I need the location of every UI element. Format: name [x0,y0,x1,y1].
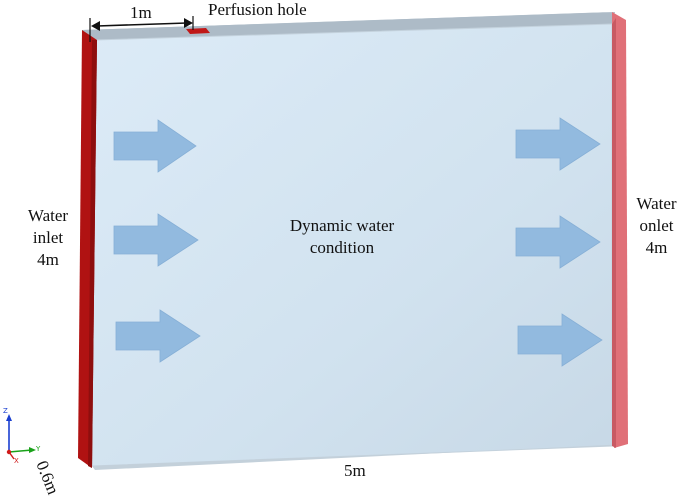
axis-triad [6,414,36,460]
flow-arrow [515,215,601,269]
flow-arrow [517,313,603,367]
flow-arrow [113,119,197,173]
center-label: Dynamic water condition [272,216,412,258]
center-label-line-1: Dynamic water [289,216,395,235]
dimension-1m-label: 1m [130,3,152,22]
flow-arrow [515,117,601,171]
flow-arrows-right [515,117,603,367]
axis-y-label: Y [36,445,41,453]
water-inlet-line-2: inlet [32,228,64,247]
dimension-5m-label: 5m [344,461,366,480]
dimension-1m [89,16,194,42]
flow-arrow [115,309,201,363]
panel-top-surface [82,12,615,40]
water-inlet-shade [88,40,97,468]
perfusion-hole [186,28,210,34]
water-outlet-line-3: 4m [645,238,668,257]
water-inlet-line-3: 4m [37,250,59,269]
water-outlet-label: Water onlet 4m [628,194,685,258]
water-inlet-line-1: Water [27,206,69,225]
axis-x-label: X [14,457,19,465]
water-outlet-line-1: Water [636,194,677,213]
water-outlet-inner [612,18,616,448]
flow-arrow [113,213,199,267]
water-outlet-line-2: onlet [639,216,674,235]
center-label-line-2: condition [309,238,375,257]
panel-bottom-edge [92,444,628,470]
axis-z-label: Z [3,407,8,415]
perfusion-hole-label: Perfusion hole [208,0,307,19]
flow-arrows-left [113,119,201,363]
water-inlet-label: Water inlet 4m [18,206,78,270]
